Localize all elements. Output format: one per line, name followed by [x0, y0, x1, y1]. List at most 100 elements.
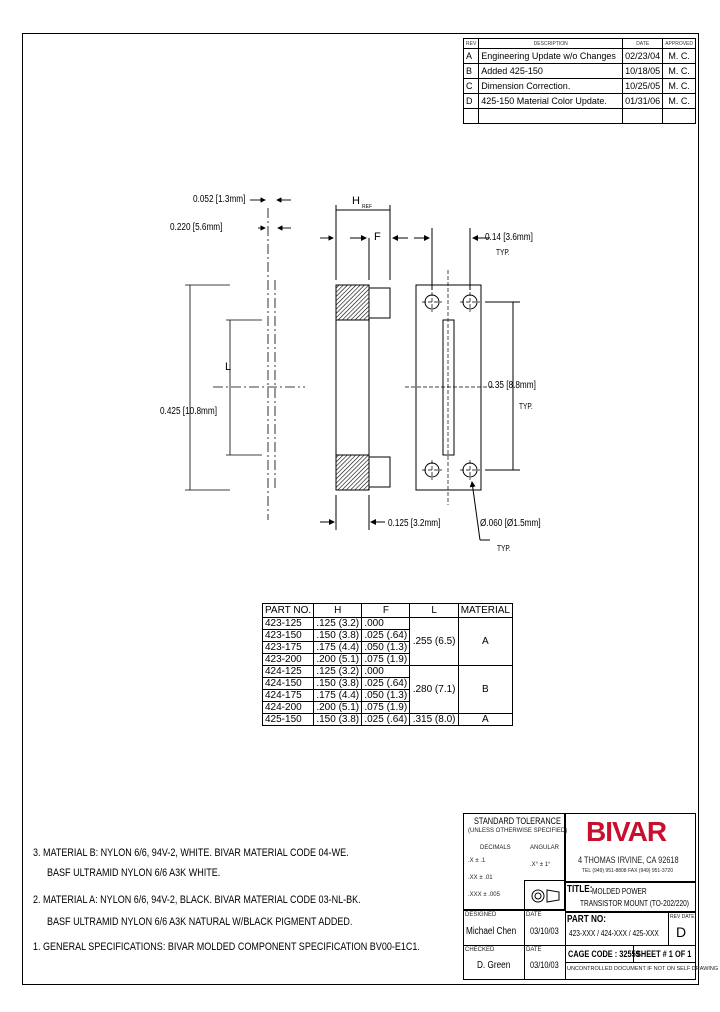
l-value: .255 (6.5)	[409, 617, 459, 666]
part-no: 423-175	[261, 641, 315, 654]
note-3-line-2: BASF ULTRAMID NYLON 6/6 A3K WHITE.	[47, 867, 221, 879]
side-view-left	[185, 208, 305, 520]
h-value: .150 (3.8)	[313, 629, 363, 642]
material-value: A	[457, 617, 514, 666]
footer-note: UNCONTROLLED DOCUMENT IF NOT ON SELF DRA…	[567, 966, 719, 972]
dim-typ-2: TYP.	[519, 402, 533, 411]
dim-0220: 0.220 [5.6mm]	[170, 222, 223, 233]
cage-sheet-cell	[565, 945, 696, 963]
table-row: 423-125 .125 (3.2) .000 .255 (6.5) A	[261, 617, 514, 666]
date-label-1: DATE	[526, 912, 542, 918]
f-value: .050 (1.3)	[361, 641, 411, 654]
date-label-2: DATE	[526, 947, 542, 953]
company-phone: TEL (949) 951-8808 FAX (949) 951-3720	[582, 868, 673, 874]
table-row: 423-150 .150 (3.8) .025 (.64)	[261, 629, 513, 642]
check-date: 03/10/03	[530, 960, 559, 970]
dim-0125: 0.125 [3.2mm]	[388, 518, 441, 529]
mechanical-drawing	[185, 197, 520, 541]
tol-two-place: .XX ± .01	[468, 875, 493, 881]
part-no: 423-150	[261, 629, 315, 642]
f-value: .025 (.64)	[361, 713, 411, 726]
dim-0425: 0.425 [10.8mm]	[160, 406, 217, 417]
h-value: .175 (4.4)	[313, 641, 363, 654]
designed-label: DESIGNED	[465, 912, 497, 918]
col-header-part-no: PART NO.	[261, 603, 315, 618]
company-cell	[565, 813, 696, 882]
tol-angular: .X° ± 1°	[530, 862, 551, 868]
f-value: .025 (.64)	[361, 629, 411, 642]
revision-row: B Added 425-150 10/18/05 M. C.	[462, 63, 696, 79]
h-value: .175 (4.4)	[313, 689, 363, 702]
table-row: 425-150 .150 (3.8) .025 (.64) .315 (8.0)…	[261, 713, 514, 726]
part-no: 424-125	[261, 665, 315, 678]
f-value: .050 (1.3)	[361, 689, 411, 702]
part-no: 424-175	[261, 689, 315, 702]
sheet-number: SHEET # 1 OF 1	[636, 949, 692, 959]
dim-014: 0.14 [3.6mm]	[485, 232, 533, 243]
h-value: .125 (3.2)	[313, 665, 363, 678]
projection-symbol	[524, 880, 564, 910]
f-value: .000	[361, 617, 411, 630]
title-label: TITLE:	[567, 884, 593, 895]
drawing-border	[22, 33, 699, 985]
revision-table: REV DESCRIPTION DATE APPROVED A Engineer…	[462, 38, 696, 124]
note-1: 1. GENERAL SPECIFICATIONS: BIVAR MOLDED …	[33, 941, 420, 953]
dim-h: H	[352, 195, 360, 207]
cage-divider	[633, 945, 634, 963]
table-row: 424-125 .125 (3.2) .000 .280 (7.1) B	[261, 665, 514, 714]
col-header-material: MATERIAL	[457, 603, 514, 618]
dim-ref: REF	[362, 204, 372, 210]
partno-value: 423-XXX / 424-XXX / 425-XXX	[569, 929, 659, 938]
part-no: 423-200	[261, 653, 315, 666]
dim-0052: 0.052 [1.3mm]	[193, 194, 246, 205]
material-value: B	[457, 665, 514, 714]
decimals-label: DECIMALS	[480, 845, 511, 851]
unless-specified: (UNLESS OTHERWISE SPECIFIED)	[468, 828, 568, 834]
company-address: 4 THOMAS IRVINE, CA 92618	[578, 855, 679, 865]
checked-label: CHECKED	[465, 947, 495, 953]
f-value: .075 (1.9)	[361, 653, 411, 666]
angular-label: ANGULAR	[530, 845, 560, 851]
title-line-1: MOLDED POWER	[592, 887, 647, 896]
company-logo: BIVAR	[586, 816, 667, 847]
l-value: .280 (7.1)	[409, 665, 459, 714]
part-number-table: PART NO. H F L MATERIAL 423-125 .125 (3.…	[261, 603, 514, 726]
part-no: 423-125	[261, 617, 315, 630]
col-header-f: F	[361, 603, 411, 618]
tolerance-cell	[463, 813, 565, 910]
h-value: .125 (3.2)	[313, 617, 363, 630]
dim-hole-diameter: Ø.060 [Ø1.5mm]	[480, 518, 541, 529]
tol-one-place: .X ± .1	[468, 858, 486, 864]
dim-typ-1: TYP.	[496, 248, 510, 257]
rev-value: D	[676, 924, 687, 940]
f-value: .000	[361, 665, 411, 678]
note-3-line-1: 3. MATERIAL B: NYLON 6/6, 94V-2, WHITE. …	[33, 847, 349, 859]
col-header-h: H	[313, 603, 363, 618]
dim-l: L	[225, 361, 232, 373]
f-value: .025 (.64)	[361, 677, 411, 690]
l-value: .315 (8.0)	[409, 713, 459, 726]
standard-tolerance: STANDARD TOLERANCE	[474, 816, 561, 826]
part-no: 424-150	[261, 677, 315, 690]
dim-typ-3: TYP.	[497, 544, 511, 553]
title-line-2: TRANSISTOR MOUNT (TO-202/220)	[580, 899, 689, 908]
side-view-middle	[320, 205, 408, 530]
note-2-line-1: 2. MATERIAL A: NYLON 6/6, 94V-2, BLACK. …	[33, 894, 361, 906]
rev-letter: D	[462, 93, 480, 109]
design-date: 03/10/03	[530, 926, 559, 936]
h-value: .200 (5.1)	[313, 653, 363, 666]
note-2-line-2: BASF ULTRAMID NYLON 6/6 A3K NATURAL W/BL…	[47, 916, 353, 928]
cage-code: CAGE CODE : 32559	[568, 949, 640, 959]
material-value: A	[457, 713, 514, 726]
part-no: 425-150	[261, 713, 315, 726]
table-row: 424-150 .150 (3.8) .025 (.64)	[261, 677, 513, 690]
third-angle-projection-icon	[531, 889, 560, 903]
partno-label: PART NO:	[567, 914, 607, 925]
table-row: 424-175 .175 (4.4) .050 (1.3)	[261, 689, 513, 702]
h-value: .150 (3.8)	[313, 677, 363, 690]
designer-name: Michael Chen	[466, 926, 517, 937]
table-row: 424-200 .200 (5.1) .075 (1.9)	[261, 701, 513, 714]
tol-three-place: .XXX ± .005	[468, 892, 500, 898]
f-value: .075 (1.9)	[361, 701, 411, 714]
checker-name: D. Green	[477, 960, 511, 971]
